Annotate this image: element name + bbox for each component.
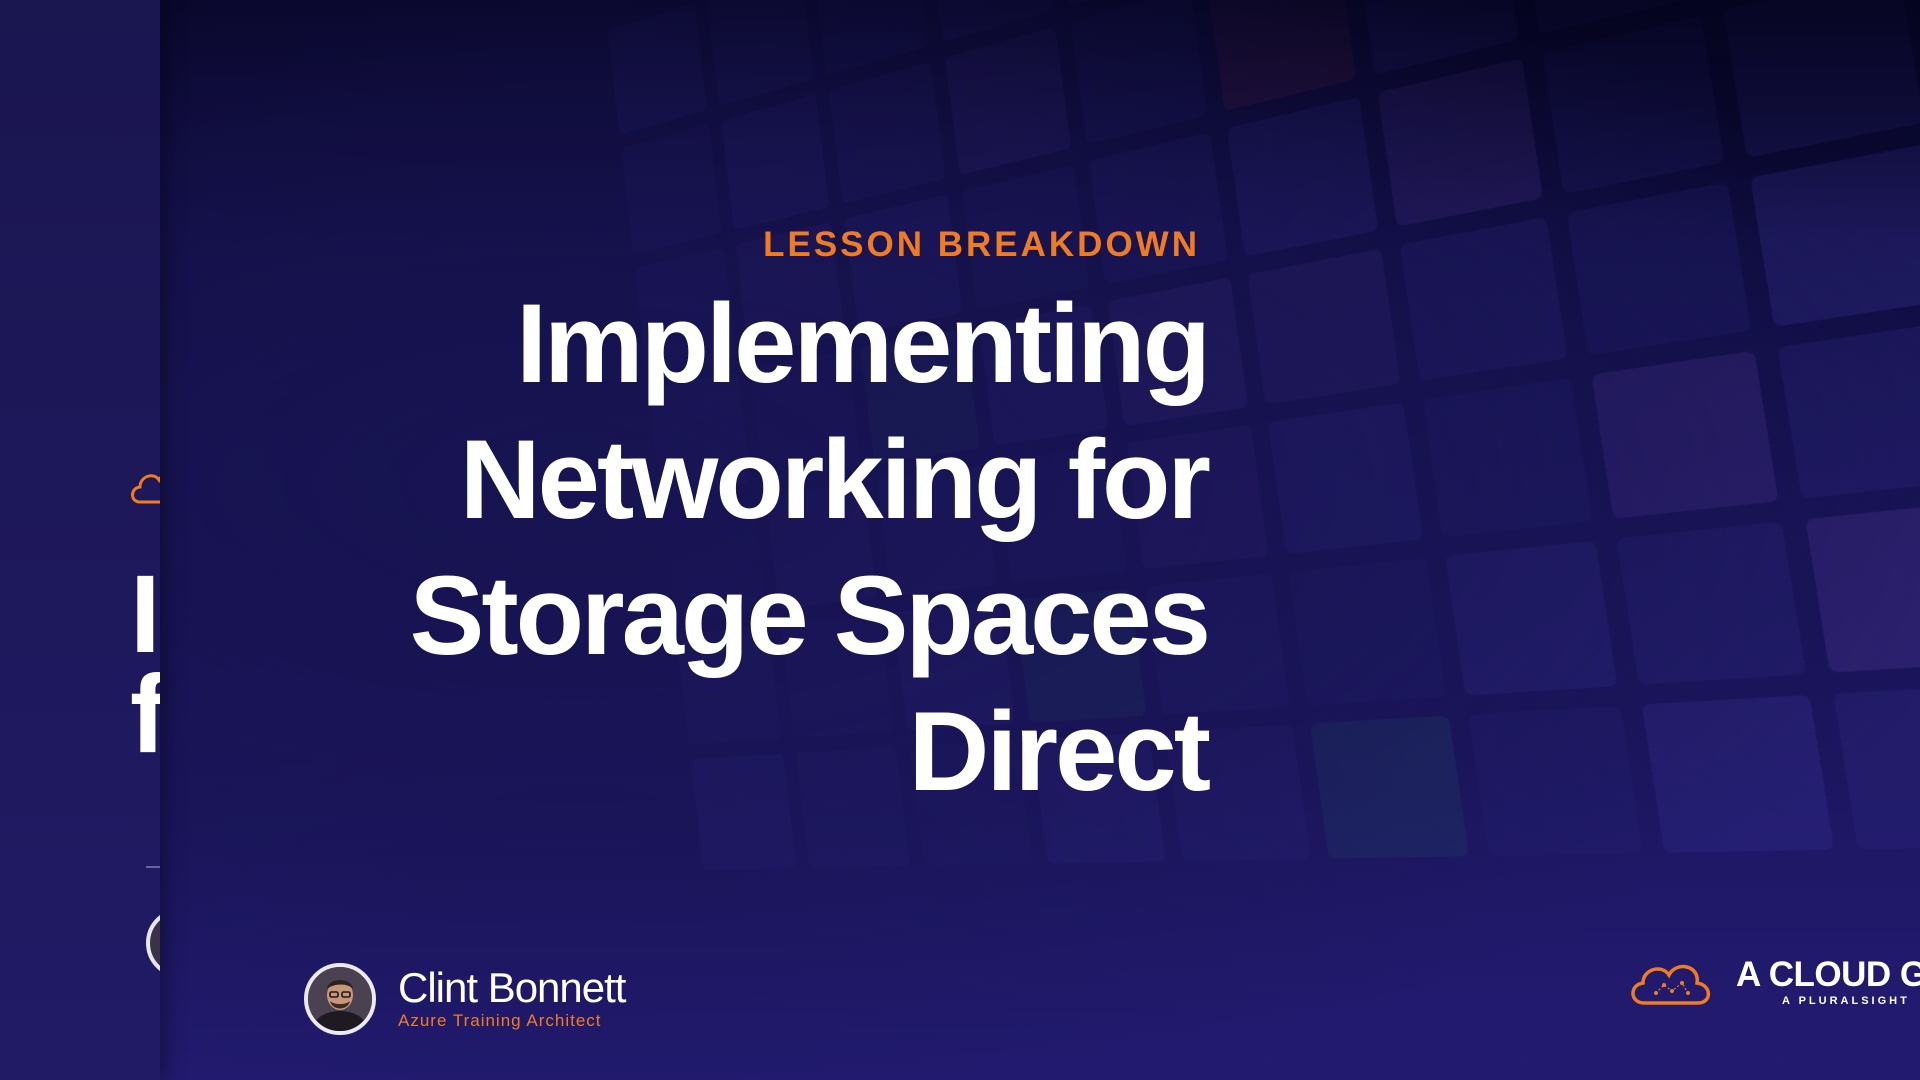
ghost-cloud-logo-icon (128, 462, 160, 508)
presenter-role: Azure Training Architect (398, 1010, 625, 1032)
presenter-name: Clint Bonnett (398, 966, 625, 1010)
title-line: Storage Spaces (308, 548, 1208, 684)
title-line: Direct (308, 684, 1208, 820)
ghost-divider (146, 866, 160, 868)
lesson-eyebrow: LESSON BREAKDOWN (308, 220, 1200, 270)
title-line: Networking for (308, 412, 1208, 548)
presenter-info: Clint Bonnett Azure Training Architect (398, 966, 625, 1032)
presenter-photo-icon (308, 967, 372, 1031)
presenter: Clint Bonnett Azure Training Architect (304, 962, 625, 1036)
title-block: LESSON BREAKDOWN Implementing Networking… (308, 220, 1208, 820)
brand-name: A CLOUD G (1736, 956, 1920, 994)
title-line: Implementing (308, 276, 1208, 412)
ghost-avatar (146, 908, 160, 978)
presenter-avatar (304, 963, 376, 1035)
brand-wordmark: A CLOUD G A PLURALSIGHT (1736, 956, 1920, 1008)
brand-logo: A CLOUD G A PLURALSIGHT (1626, 952, 1920, 1012)
brand-tagline: A PLURALSIGHT (1782, 994, 1920, 1008)
previous-slide-edge: I f (0, 0, 160, 1080)
cloud-logo-icon (1626, 955, 1716, 1009)
ghost-title-fragment: I f (130, 565, 160, 765)
